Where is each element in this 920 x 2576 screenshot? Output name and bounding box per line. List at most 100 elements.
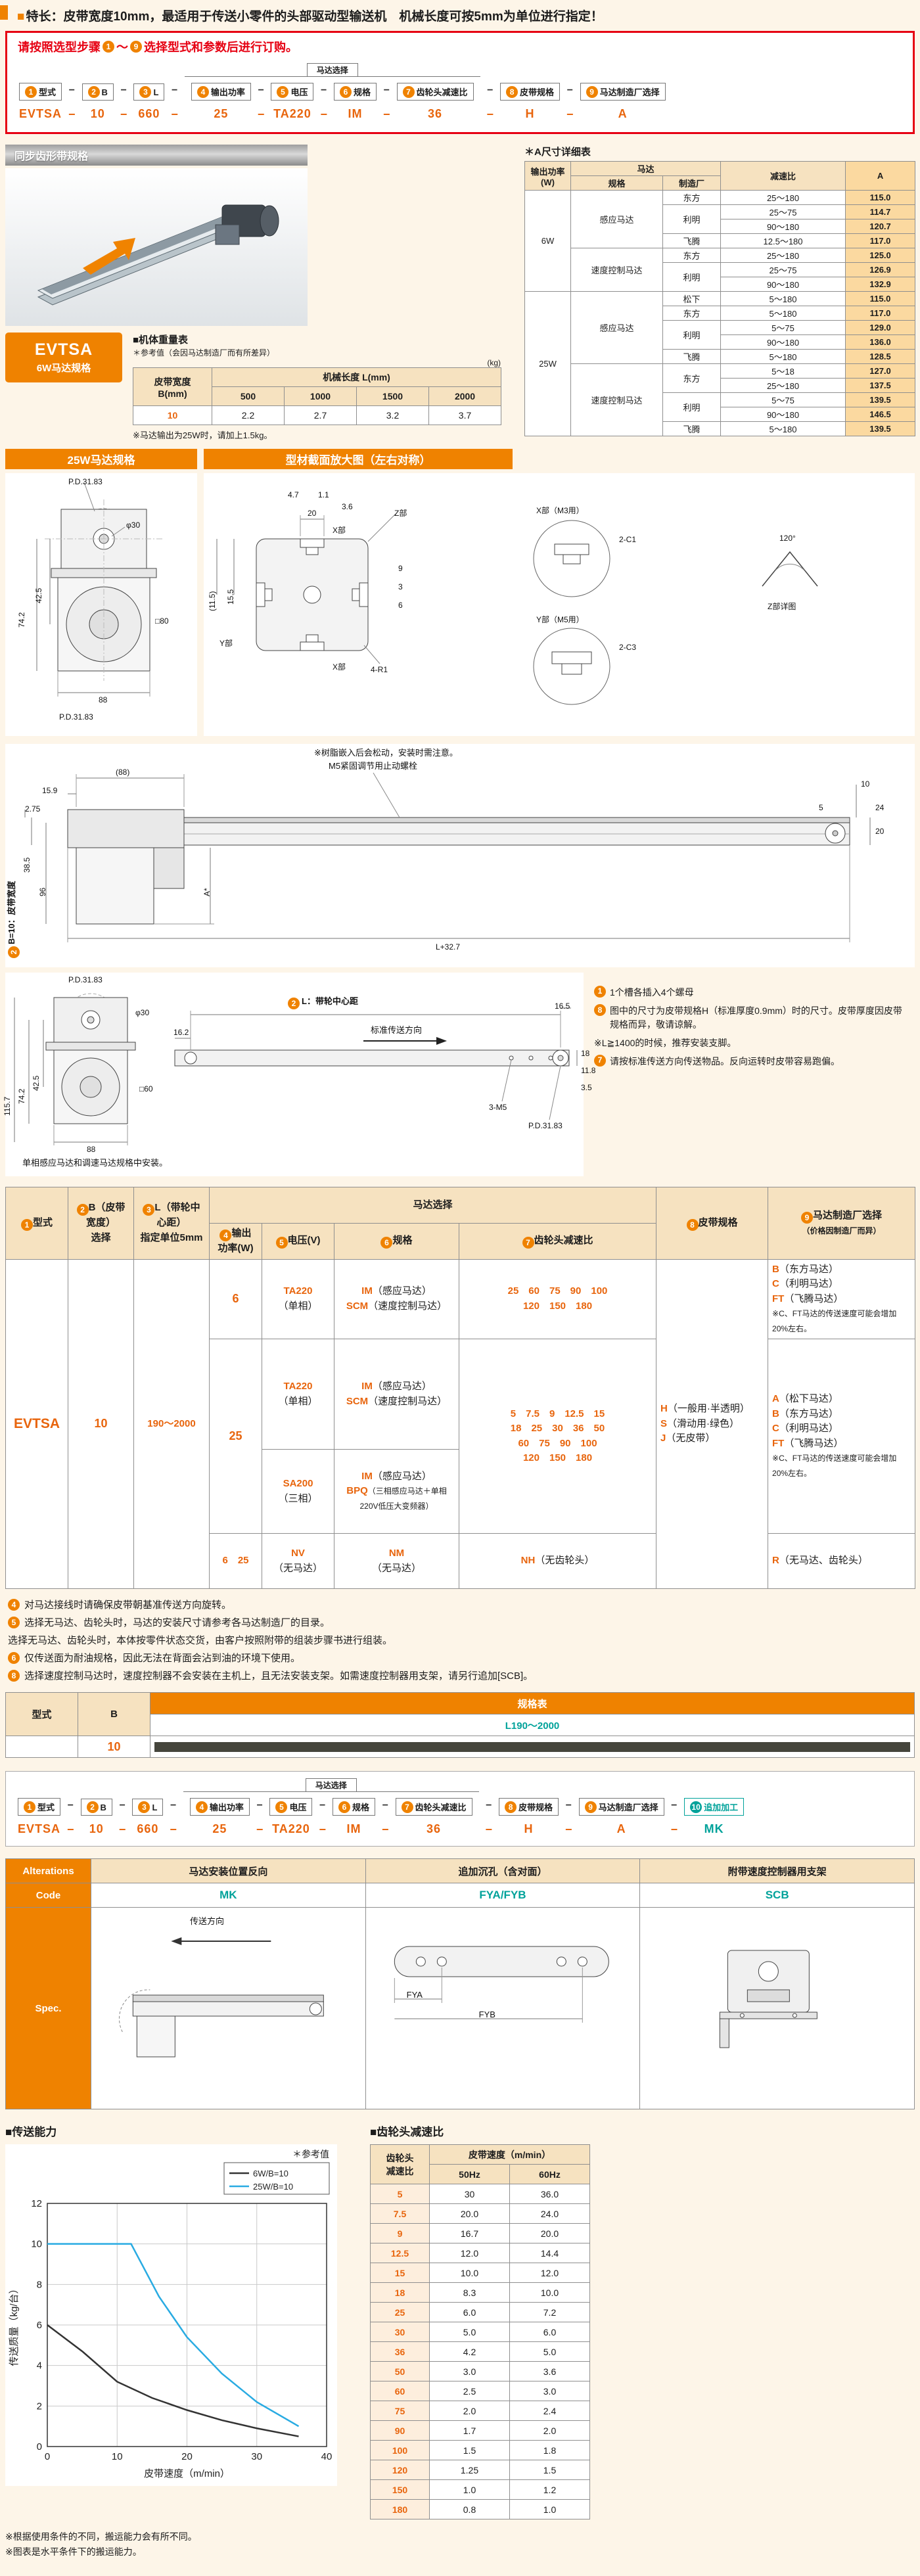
table-cell: 30 xyxy=(429,2184,510,2204)
table-cell: 制造厂 xyxy=(662,175,722,191)
scb-spec-svg xyxy=(720,1950,818,2048)
cell-text: 60 75 90 100 xyxy=(518,1437,597,1449)
separator: −− xyxy=(256,1800,264,1836)
table-cell: 10 xyxy=(133,405,212,425)
segment-label: 规格 xyxy=(353,87,371,97)
note-item: 选择无马达、齿轮头时，本体按零件状态交货，由客户按照附带的组装步骤书进行组装。 xyxy=(8,1634,912,1647)
table-cell: 20.0 xyxy=(509,2223,591,2243)
cell-text: IM xyxy=(361,1285,373,1297)
segment-value: 36 xyxy=(427,107,443,120)
table-cell: 16.7 xyxy=(429,2223,510,2243)
note-text: 请按标准传送方向传送物品。反向运转时皮带容易跑偏。 xyxy=(610,1056,840,1067)
step-number-badge: 4 xyxy=(195,1801,208,1813)
cell-text: （无齿轮头） xyxy=(535,1555,595,1567)
segment-label: L xyxy=(152,1802,158,1812)
cell-text: BPQ xyxy=(346,1485,368,1497)
cell-text: SCM xyxy=(346,1395,369,1407)
table-cell: 137.5 xyxy=(845,378,916,393)
table-cell: 10 xyxy=(78,1736,150,1758)
cell-text: C xyxy=(772,1423,779,1434)
table-cell: 30 xyxy=(370,2322,430,2342)
table-cell: 115.0 xyxy=(845,291,916,306)
table-cell: 松下 xyxy=(662,291,722,306)
cell-text: （飞腾马达） xyxy=(784,1293,844,1304)
table-cell: 感应马达 xyxy=(570,291,663,364)
table-cell: 25～75 xyxy=(720,204,846,219)
dimension-label: 3-M5 xyxy=(489,1103,507,1112)
dimension-label: L+32.7 xyxy=(436,942,461,952)
segment-value: TA220 xyxy=(272,1822,310,1835)
table-cell: 马达 xyxy=(570,161,722,176)
table-cell: 机械长度 L(mm) xyxy=(211,367,502,387)
table-cell: 5～180 xyxy=(720,291,846,306)
table-cell: 1500 xyxy=(356,386,429,406)
table-cell: 利明 xyxy=(662,392,722,422)
table-cell: 50Hz xyxy=(429,2164,510,2184)
dimension-label: P.D.31.83 xyxy=(59,712,93,722)
table-cell: 1.5 xyxy=(429,2440,510,2460)
segment-label: 电压 xyxy=(289,1803,307,1812)
alterations-spec-row: Spec. 传送方向 xyxy=(5,1907,915,2109)
cell-text: B（皮带宽度） xyxy=(85,1202,126,1229)
dimension-label: 15.5 xyxy=(226,589,235,605)
cell-text: （利明马达） xyxy=(779,1423,839,1434)
svg-text:8: 8 xyxy=(37,2279,42,2290)
segment-value: IM xyxy=(346,1822,361,1835)
table-cell: 飞腾 xyxy=(662,349,722,364)
table-cell xyxy=(5,1736,78,1758)
table-cell: 180 xyxy=(370,2499,430,2519)
cell-text: TA220 xyxy=(283,1381,313,1392)
table-cell: 10.0 xyxy=(509,2282,591,2303)
table-cell: 东方 xyxy=(662,190,722,205)
step-number-badge: 2 xyxy=(86,1801,99,1813)
spec-label: Spec. xyxy=(5,1907,91,2109)
table-cell: 125.0 xyxy=(845,248,916,263)
cell-text: （利明马达） xyxy=(779,1278,839,1289)
segment-value: 10 xyxy=(89,1822,104,1835)
segment-label: 齿轮头减速比 xyxy=(416,87,468,97)
dimension-label: 3.5 xyxy=(581,1083,592,1092)
dimension-label: 9 xyxy=(398,564,403,573)
table-cell: NH（无齿轮头） xyxy=(458,1533,657,1589)
cell-text: （感应马达） xyxy=(372,1381,432,1392)
cell-text: （无皮带） xyxy=(666,1433,716,1444)
table-cell: 利明 xyxy=(662,204,722,234)
dimension-label: 20 xyxy=(308,509,317,518)
cell-text: J xyxy=(660,1433,666,1444)
direction-arrow-icon xyxy=(83,238,135,275)
cell-text: 输出 xyxy=(231,1228,252,1239)
table-cell: 25 xyxy=(370,2302,430,2322)
table-cell: 规格表 xyxy=(150,1692,915,1714)
weight-table-unit: (kg) xyxy=(487,358,501,367)
table-cell: 9 xyxy=(370,2223,430,2243)
step-number-badge: 8 xyxy=(686,1218,699,1231)
weight-table-title: ■机体重量表 xyxy=(133,334,189,346)
weight-table-ref-note: ＊参考值（会因马达制造厂而有所差异） xyxy=(133,348,275,357)
